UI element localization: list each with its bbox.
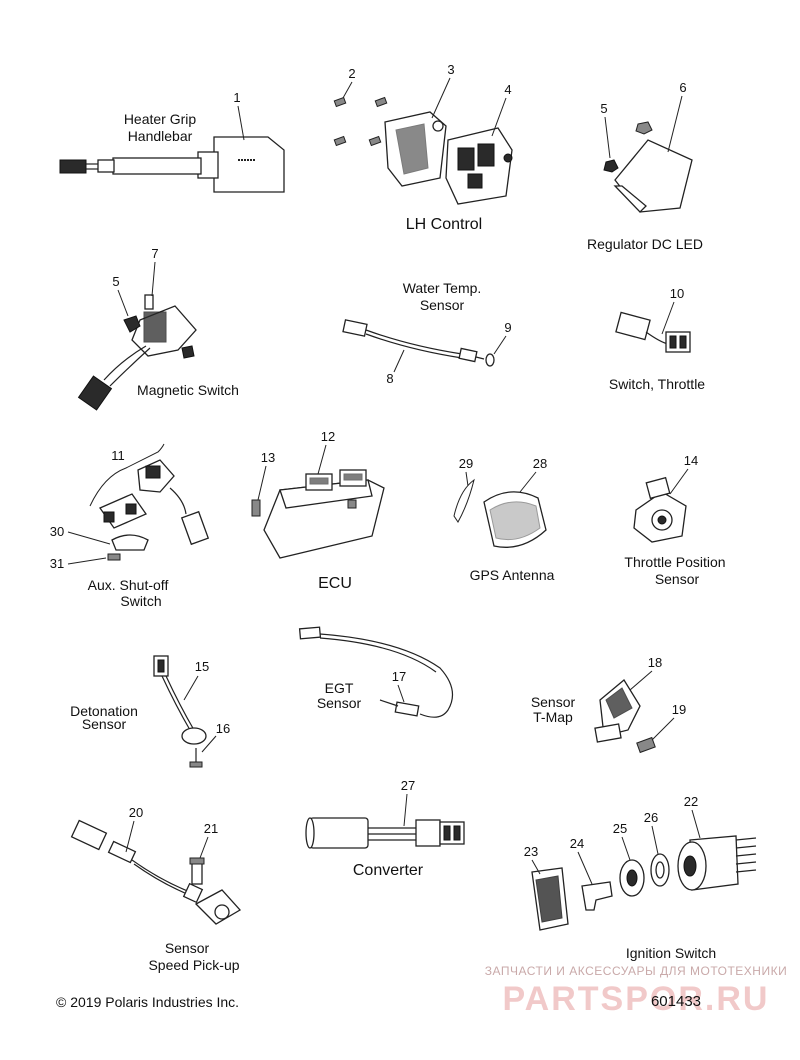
- tmap-label-2: T-Map: [533, 709, 573, 725]
- speed-pickup-part: [70, 819, 242, 925]
- lh-control-housing: [384, 111, 447, 187]
- callout-8: 8: [386, 371, 393, 386]
- throttle-position-label-2: Sensor: [655, 571, 700, 587]
- callout-26: 26: [644, 810, 658, 825]
- lh-control-screws: [333, 96, 388, 147]
- tmap-sensor-part: [594, 679, 656, 754]
- magnetic-switch-label: Magnetic Switch: [137, 382, 239, 398]
- callout-13: 13: [261, 450, 275, 465]
- converter-part: [305, 817, 465, 849]
- water-temp-label-1: Water Temp.: [403, 280, 482, 296]
- detonation-label-2: Sensor: [82, 716, 127, 732]
- callout-23: 23: [524, 844, 538, 859]
- document-number: 601433: [651, 993, 701, 1010]
- ignition-label: Ignition Switch: [626, 945, 716, 961]
- aux-shutoff-part: [89, 443, 210, 561]
- lh-control-label: LH Control: [406, 216, 482, 233]
- callout-27: 27: [401, 778, 415, 793]
- callout-29: 29: [459, 456, 473, 471]
- aux-shutoff-label-1: Aux. Shut-off: [88, 577, 169, 593]
- ignition-switch-part: [531, 835, 757, 931]
- callout-6: 6: [679, 80, 686, 95]
- aux-shutoff-label-2: Switch: [120, 593, 161, 609]
- water-temp-label-2: Sensor: [420, 297, 465, 313]
- callout-7: 7: [151, 246, 158, 261]
- egt-label-2: Sensor: [317, 695, 362, 711]
- callout-10: 10: [670, 286, 684, 301]
- callout-30: 30: [50, 524, 64, 539]
- callout-1: 1: [233, 90, 240, 105]
- magnetic-switch-part: [77, 294, 197, 411]
- copyright: © 2019 Polaris Industries Inc.: [56, 994, 239, 1010]
- throttle-position-label-1: Throttle Position: [624, 554, 725, 570]
- callout-17: 17: [392, 669, 406, 684]
- callout-5b: 5: [112, 274, 119, 289]
- throttle-position-sensor-part: [633, 476, 687, 543]
- callout-18: 18: [648, 655, 662, 670]
- callout-16: 16: [216, 721, 230, 736]
- lh-control-switch: [445, 127, 513, 205]
- callout-20: 20: [129, 805, 143, 820]
- speed-pickup-label-2: Speed Pick-up: [148, 957, 239, 973]
- heater-grip-label-2: Handlebar: [128, 128, 193, 144]
- egt-sensor-part: [298, 626, 454, 718]
- callout-9: 9: [504, 320, 511, 335]
- regulator-part: [603, 121, 693, 213]
- callout-15: 15: [195, 659, 209, 674]
- watermark-brand: PARTSPOR.RU: [503, 980, 770, 1018]
- regulator-label: Regulator DC LED: [587, 236, 703, 252]
- callout-24: 24: [570, 836, 584, 851]
- converter-label: Converter: [353, 862, 424, 879]
- callout-4: 4: [504, 82, 511, 97]
- throttle-switch-part: [615, 311, 691, 353]
- callout-25: 25: [613, 821, 627, 836]
- callout-31: 31: [50, 556, 64, 571]
- callout-3: 3: [447, 62, 454, 77]
- water-temp-sensor-part: [342, 319, 495, 367]
- callout-14: 14: [684, 453, 698, 468]
- detonation-sensor-part: [153, 655, 207, 768]
- ecu-label: ECU: [318, 575, 352, 592]
- ecu-part: [251, 469, 385, 559]
- callout-2: 2: [348, 66, 355, 81]
- callout-21: 21: [204, 821, 218, 836]
- callout-11: 11: [111, 448, 125, 463]
- heater-grip-part: [59, 136, 285, 193]
- detonation-label-1: Detonation: [70, 703, 138, 719]
- gps-antenna-part: [453, 478, 547, 548]
- callout-19: 19: [672, 702, 686, 717]
- callout-28: 28: [533, 456, 547, 471]
- heater-grip-label-1: Heater Grip: [124, 111, 197, 127]
- speed-pickup-label-1: Sensor: [165, 940, 210, 956]
- callout-22: 22: [684, 794, 698, 809]
- gps-antenna-label: GPS Antenna: [470, 567, 555, 583]
- callout-12: 12: [321, 429, 335, 444]
- watermark-tagline: ЗАПЧАСТИ И АКСЕССУАРЫ ДЛЯ МОТОТЕХНИКИ: [485, 964, 787, 978]
- tmap-label-1: Sensor: [531, 694, 576, 710]
- callout-5a: 5: [600, 101, 607, 116]
- egt-label-1: EGT: [325, 680, 354, 696]
- switch-throttle-label: Switch, Throttle: [609, 376, 705, 392]
